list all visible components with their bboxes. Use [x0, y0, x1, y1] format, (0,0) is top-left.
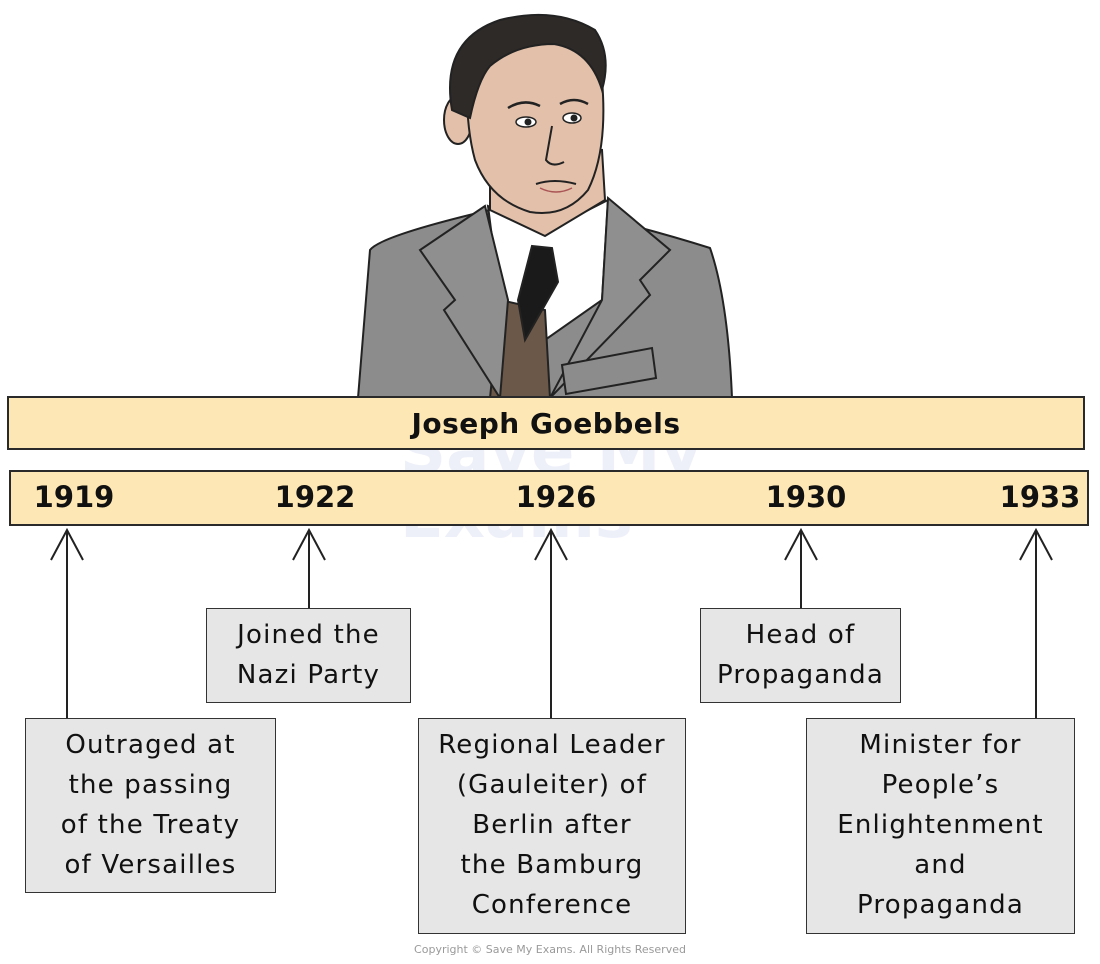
year-1930: 1930	[765, 480, 847, 514]
event-1933: Minister for People’s Enlightenment and …	[806, 718, 1075, 934]
year-1919: 1919	[33, 480, 115, 514]
year-1926: 1926	[515, 480, 597, 514]
event-1926: Regional Leader (Gauleiter) of Berlin af…	[418, 718, 686, 934]
year-1933: 1933	[999, 480, 1081, 514]
event-1922: Joined the Nazi Party	[206, 608, 411, 703]
arrow-1933	[1019, 527, 1053, 718]
arrow-1922	[292, 527, 326, 608]
copyright-notice: Copyright © Save My Exams. All Rights Re…	[414, 943, 686, 956]
goebbels-portrait	[356, 13, 734, 398]
title-bar: Joseph Goebbels	[7, 396, 1085, 450]
event-1930: Head of Propaganda	[700, 608, 901, 703]
year-1922: 1922	[274, 480, 356, 514]
arrow-1926	[534, 527, 568, 718]
arrow-1919	[50, 527, 84, 718]
year-bar	[9, 470, 1089, 526]
event-1919: Outraged at the passing of the Treaty of…	[25, 718, 276, 893]
arrow-1930	[784, 527, 818, 608]
